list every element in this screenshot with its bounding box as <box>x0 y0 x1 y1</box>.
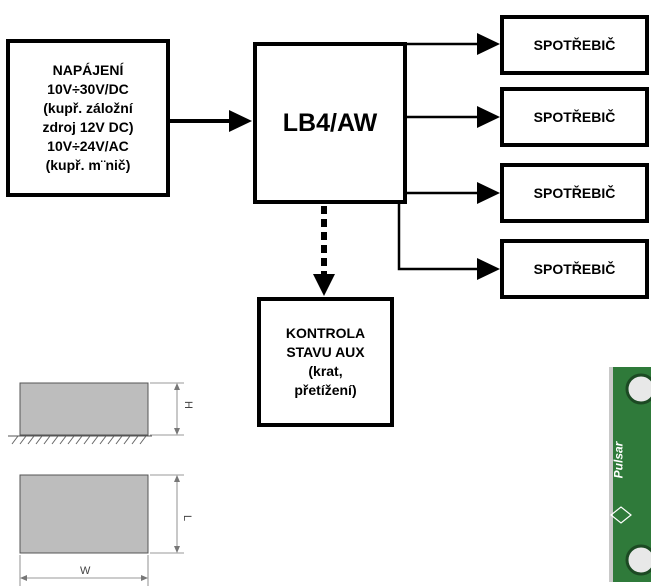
dashed-arrow-to-aux <box>313 206 335 296</box>
consumer-box-3: SPOTŘEBIČ <box>500 163 649 223</box>
aux-status-box: KONTROLA STAVU AUX (krat, přetížení) <box>257 297 394 427</box>
dimension-h-label: H <box>181 401 194 409</box>
arrow-to-consumer-2 <box>407 106 500 128</box>
brand-logo-text: Pulsar <box>611 441 626 479</box>
logo-mark-icon <box>610 506 632 524</box>
consumer-box-1: SPOTŘEBIČ <box>500 15 649 75</box>
mounting-hole-icon <box>625 373 651 405</box>
consumer-box-2: SPOTŘEBIČ <box>500 87 649 147</box>
dimension-w-label: W <box>80 565 91 577</box>
dimension-side-view <box>8 382 184 445</box>
dimension-l-label: L <box>181 514 194 522</box>
power-supply-label: NAPÁJENÍ 10V÷30V/DC (kupř. záložní zdroj… <box>42 62 134 173</box>
arrow-power-to-module <box>170 110 252 132</box>
arrow-to-consumer-4 <box>397 204 500 280</box>
arrow-to-consumer-1 <box>407 33 500 55</box>
module-box: LB4/AW <box>253 42 407 204</box>
arrow-to-consumer-3 <box>397 182 500 204</box>
consumer-label: SPOTŘEBIČ <box>533 109 616 125</box>
aux-status-label: KONTROLA STAVU AUX (krat, přetížení) <box>285 325 366 398</box>
module-label: LB4/AW <box>282 108 378 137</box>
consumer-label: SPOTŘEBIČ <box>533 185 616 201</box>
product-photo <box>609 367 651 582</box>
mounting-hole-icon <box>625 544 651 576</box>
consumer-label: SPOTŘEBIČ <box>533 261 616 277</box>
dimension-top-view <box>19 474 184 586</box>
consumer-label: SPOTŘEBIČ <box>533 37 616 53</box>
consumer-box-4: SPOTŘEBIČ <box>500 239 649 299</box>
power-supply-box: NAPÁJENÍ 10V÷30V/DC (kupř. záložní zdroj… <box>6 39 170 197</box>
